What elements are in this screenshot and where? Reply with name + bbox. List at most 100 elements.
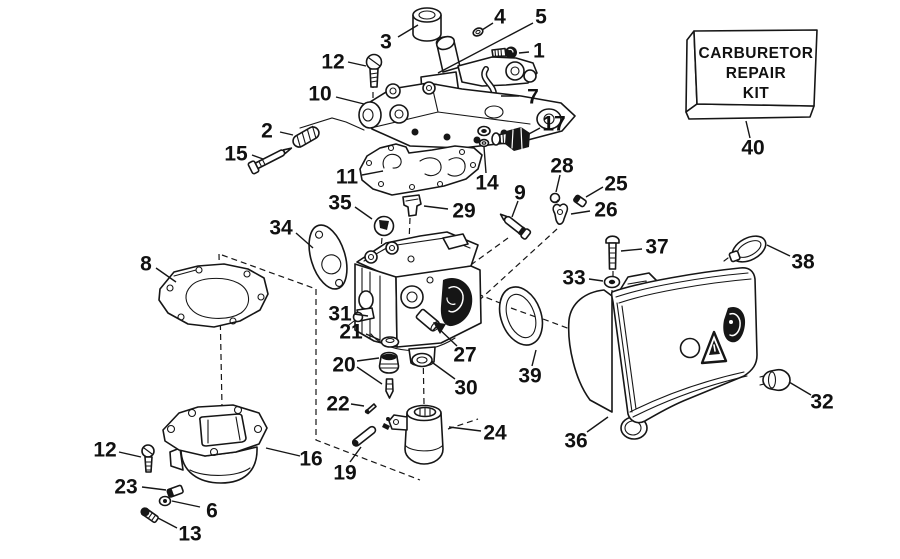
callout-label-3: 3 [380,31,392,54]
callout-label-12-bottom: 12 [93,439,116,462]
callout-label-39: 39 [518,365,541,388]
callout-leader-22 [350,403,365,407]
part-nut-6 [158,495,172,507]
part-oring-39 [498,286,544,346]
part-screw-1 [491,46,517,59]
callout-label-20: 20 [332,354,355,377]
part-screw-12-top [365,53,383,88]
callout-leader-28 [555,174,561,193]
callout-leader-4 [481,22,494,31]
part-cap-21 [380,336,400,348]
part-washer-4 [472,27,484,37]
callout-leader-5 [437,22,534,74]
callout-leader-12-bottom [118,451,142,458]
callout-27-arrowhead [433,322,446,334]
repair-kit-box: CARBURETOR REPAIR KIT [685,29,818,120]
callout-leader-11 [361,170,384,176]
part-spring-2 [292,125,320,148]
callout-leader-27 [435,325,458,347]
part-needle-screw-15 [247,147,293,175]
callout-label-22: 22 [326,393,349,416]
callout-leader-30 [432,362,456,380]
callout-leader-19 [349,446,362,463]
part-gasket-8 [158,263,269,328]
part-float-cup-24 [382,404,444,465]
callout-leader-34 [295,232,314,249]
part-needle-valve-9 [499,213,532,240]
part-screw-12-bottom [141,444,155,473]
callout-label-38: 38 [791,251,815,274]
part-bolt-37 [605,235,620,270]
callout-label-7: 7 [527,86,539,109]
callout-label-2: 2 [261,120,273,143]
callout-label-8: 8 [140,253,152,276]
part-carburetor-body [348,231,482,367]
part-pin-28 [549,192,561,204]
callout-leader-8 [155,267,177,283]
callout-label-12-top: 12 [321,51,344,74]
part-plug-29 [402,194,422,217]
callout-leader-20 [356,357,380,362]
part-clip-23 [166,484,184,498]
callout-leader-21 [365,333,381,341]
callout-label-23: 23 [114,476,137,499]
callout-label-26: 26 [594,199,617,222]
callout-leader-35 [354,206,373,220]
part-screw-13 [140,507,159,524]
callout-leader-16 [265,447,301,457]
callout-leader-29 [423,205,449,210]
callout-label-37: 37 [645,236,668,259]
callout-leader-2 [279,131,294,136]
kit-box-line-3: KIT [743,85,770,102]
callout-leader-40 [745,120,751,139]
callout-leader-10 [335,96,365,105]
callout-label-9: 9 [514,182,526,205]
callout-label-27: 27 [453,344,476,367]
callout-label-15: 15 [224,143,248,166]
callout-leader-31 [353,313,369,317]
part-grommet-35 [373,215,395,237]
callout-leader-1 [518,51,530,54]
callout-label-32: 32 [810,391,833,414]
callout-label-30: 30 [454,377,477,400]
part-knob-32 [759,368,791,392]
callout-label-34: 34 [269,217,293,240]
callout-label-31: 31 [328,303,352,326]
callout-label-29: 29 [452,200,475,223]
kit-box-line-2: REPAIR [726,65,786,82]
callout-leader-14 [483,146,487,174]
callout-label-24: 24 [483,422,507,445]
callout-label-17: 17 [542,113,565,136]
callout-leader-15 [251,154,264,160]
callout-label-19: 19 [333,462,356,485]
callout-label-4: 4 [494,6,506,29]
callout-leader-3 [397,24,419,38]
part-gasket-11 [359,143,483,196]
callout-label-11: 11 [336,166,359,189]
part-valve-seat-20 [378,351,400,399]
part-housing-16 [162,404,268,484]
callout-leader-20 [356,366,383,385]
part-ring-30 [411,352,433,368]
callout-label-5: 5 [535,6,547,29]
callout-leader-6 [171,500,201,508]
callout-label-36: 36 [564,430,587,453]
dashed-through-oring [510,307,537,318]
part-cup-3 [412,7,442,42]
callout-leader-23 [141,486,167,491]
callout-leader-38 [766,244,791,257]
callout-label-33: 33 [562,267,585,290]
callout-leader-32 [788,381,812,396]
callout-leader-37 [620,248,643,252]
callout-label-40: 40 [741,137,764,160]
callout-leader-39 [531,349,537,367]
part-gasket-34 [308,224,348,290]
callout-leader-25 [585,186,604,198]
callout-label-6: 6 [206,500,218,523]
callout-label-28: 28 [550,155,574,178]
callout-label-14: 14 [475,172,499,195]
callout-leader-36 [586,416,609,433]
part-washer-33 [603,275,621,289]
callout-label-1: 1 [533,40,545,63]
